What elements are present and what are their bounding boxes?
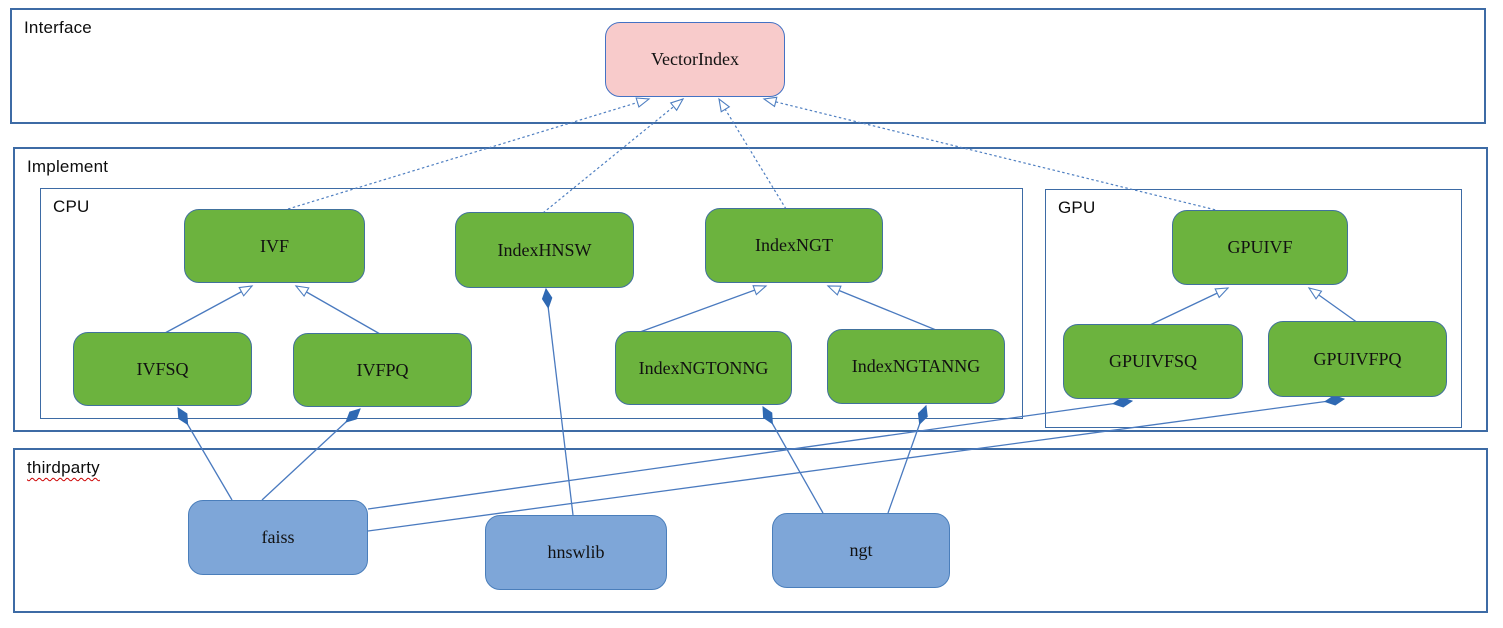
node-indexngtanng: IndexNGTANNG xyxy=(827,329,1005,404)
node-gpuivfsq: GPUIVFSQ xyxy=(1063,324,1243,399)
gpu-label: GPU xyxy=(1058,198,1096,217)
cpu-label: CPU xyxy=(53,197,90,216)
node-ivfsq: IVFSQ xyxy=(73,332,252,406)
node-ivf-label: IVF xyxy=(259,235,289,256)
node-indexngt: IndexNGT xyxy=(705,208,883,283)
node-ivfpq-label: IVFPQ xyxy=(356,359,409,380)
node-vectorindex-label: VectorIndex xyxy=(651,49,739,69)
implement-label: Implement xyxy=(27,157,109,176)
node-ivfpq: IVFPQ xyxy=(293,333,472,407)
node-hnswlib: hnswlib xyxy=(485,515,667,590)
node-ngt-label: ngt xyxy=(849,540,873,560)
node-gpuivf-label: GPUIVF xyxy=(1227,237,1293,257)
node-gpuivf: GPUIVF xyxy=(1172,210,1348,285)
node-faiss-label: faiss xyxy=(261,527,295,547)
node-indexngtonng-label: IndexNGTONNG xyxy=(638,357,769,378)
thirdparty-label: thirdparty xyxy=(27,458,100,477)
node-indexhnsw: IndexHNSW xyxy=(455,212,634,288)
node-ngt: ngt xyxy=(772,513,950,588)
node-ivf: IVF xyxy=(184,209,365,283)
node-gpuivfpq: GPUIVFPQ xyxy=(1268,321,1447,397)
node-gpuivfpq-label: GPUIVFPQ xyxy=(1313,348,1402,369)
node-vectorindex: VectorIndex xyxy=(605,22,785,97)
node-indexngt-label: IndexNGT xyxy=(755,235,833,255)
interface-label: Interface xyxy=(24,18,92,37)
node-indexngtonng: IndexNGTONNG xyxy=(615,331,792,405)
node-indexhnsw-label: IndexHNSW xyxy=(497,239,592,260)
node-indexngtanng-label: IndexNGTANNG xyxy=(851,356,981,376)
node-faiss: faiss xyxy=(188,500,368,575)
node-ivfsq-label: IVFSQ xyxy=(136,358,189,379)
node-gpuivfsq-label: GPUIVFSQ xyxy=(1108,351,1198,371)
node-hnswlib-label: hnswlib xyxy=(547,542,605,562)
